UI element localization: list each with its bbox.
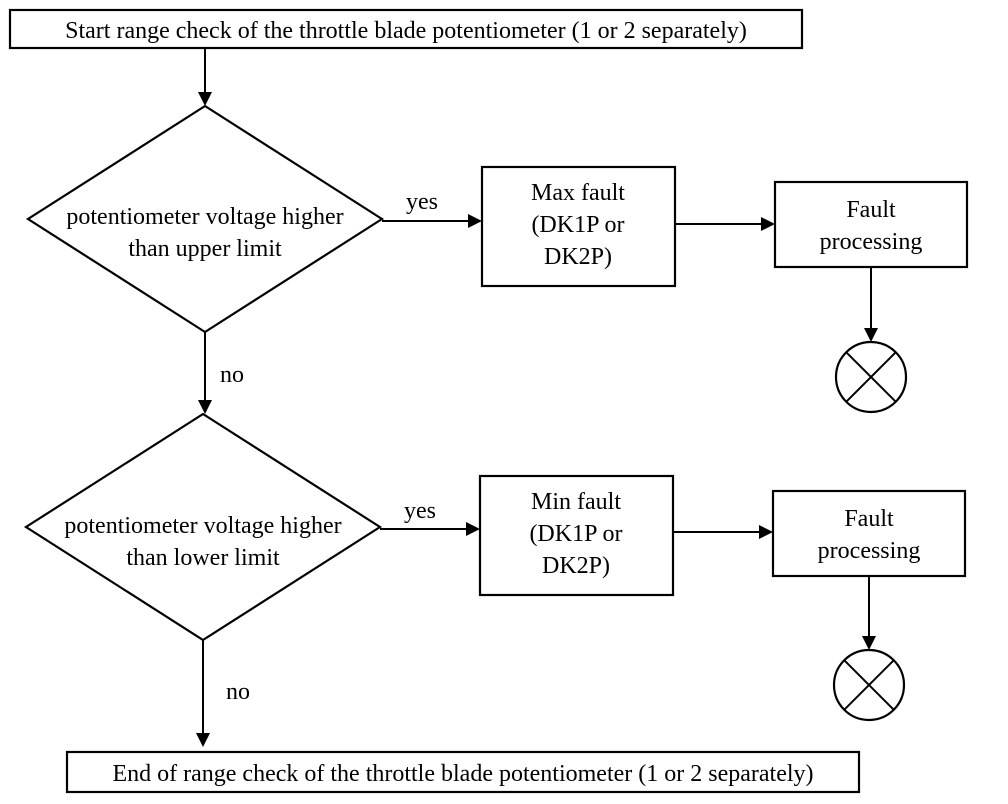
decision-lower-limit: potentiometer voltage higher than lower …	[23, 412, 383, 642]
upper-yes-label: yes	[406, 189, 438, 215]
fault-processing-lower-line2: processing	[818, 538, 921, 564]
arrowhead	[759, 525, 773, 539]
fault-processing-lower-line1: Fault	[844, 506, 894, 532]
fault-processing-upper-frame	[773, 180, 969, 269]
decision-upper-line2: than upper limit	[128, 236, 282, 262]
min-fault-line1: Min fault	[531, 489, 621, 515]
arrowhead	[196, 733, 210, 747]
connector-start-to-upper-decision	[198, 48, 212, 106]
max-fault-line1: Max fault	[531, 180, 625, 206]
max-fault-line2: (DK1P or	[531, 212, 624, 238]
connector-processing-lower-to-end	[862, 576, 876, 650]
upper-no-label: no	[220, 362, 244, 388]
lower-no-label: no	[226, 679, 250, 705]
arrowhead	[468, 214, 482, 228]
arrowhead	[198, 400, 212, 414]
connector-max-fault-to-processing	[675, 217, 775, 231]
connector-upper-no: no	[198, 332, 244, 414]
fault-processing-lower: Fault processing	[771, 489, 967, 578]
max-fault-line3: DK2P)	[544, 244, 612, 270]
circle-x-icon	[832, 648, 906, 722]
end-box: End of range check of the throttle blade…	[65, 750, 861, 794]
arrowhead	[198, 92, 212, 106]
connector-upper-yes: yes	[382, 189, 482, 228]
end-box-label: End of range check of the throttle blade…	[112, 761, 813, 787]
min-fault-frame	[478, 474, 675, 597]
fault-processing-upper-line1: Fault	[846, 197, 896, 223]
decision-lower-line1: potentiometer voltage higher	[64, 513, 341, 539]
arrowhead	[466, 522, 480, 536]
decision-upper-limit: potentiometer voltage higher than upper …	[25, 104, 385, 334]
start-box-label: Start range check of the throttle blade …	[65, 18, 747, 44]
decision-lower-line2: than lower limit	[126, 545, 280, 571]
arrowhead	[864, 328, 878, 342]
min-fault-line2: (DK1P or	[529, 521, 622, 547]
fault-processing-upper-line2: processing	[820, 229, 923, 255]
connector-min-fault-to-processing	[673, 525, 773, 539]
max-fault-box: Max fault (DK1P or DK2P)	[480, 165, 677, 288]
max-fault-frame	[480, 165, 677, 288]
arrowhead	[761, 217, 775, 231]
min-fault-box: Min fault (DK1P or DK2P)	[478, 474, 675, 597]
lower-yes-label: yes	[404, 498, 436, 524]
min-fault-line3: DK2P)	[542, 553, 610, 579]
circle-x-icon	[834, 340, 908, 414]
end-box-frame	[65, 750, 861, 794]
start-box-frame	[8, 8, 804, 50]
fault-processing-upper: Fault processing	[773, 180, 969, 269]
connector-lower-yes: yes	[380, 498, 480, 536]
arrowhead	[862, 636, 876, 650]
start-box: Start range check of the throttle blade …	[8, 8, 804, 50]
decision-upper-line1: potentiometer voltage higher	[66, 204, 343, 230]
connector-processing-upper-to-end	[864, 267, 878, 342]
connector-lower-no: no	[196, 640, 250, 747]
